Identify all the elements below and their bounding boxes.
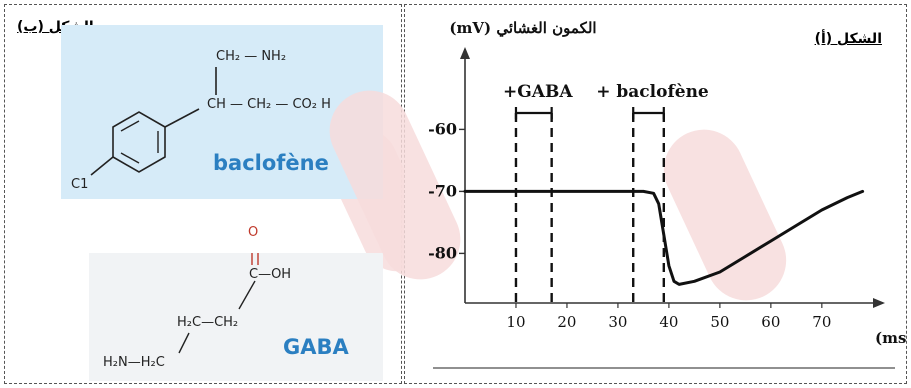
x-tick-label: 20 — [557, 313, 576, 331]
y-axis-arrow — [460, 47, 470, 59]
gaba-bonds — [178, 253, 259, 354]
panel-a: الشكل (أ) الكمون الغشائي (mV) الزمن (ms)… — [316, 4, 907, 384]
gaba-name: GABA — [283, 335, 349, 359]
baclofen-main-chain: CH — CH₂ — CO₂ H — [207, 97, 331, 112]
gaba-h2n: H₂N—H₂C — [103, 355, 165, 370]
gaba-oxygen: O — [248, 225, 259, 240]
y-tick-label: -60 — [428, 119, 457, 138]
x-tick-label: 60 — [761, 313, 780, 331]
membrane-potential-line — [463, 189, 865, 286]
baclofen-structure: CH₂ — NH₂ CH — CH₂ — CO₂ H C1 baclofène — [61, 25, 383, 199]
y-tick-label: -80 — [428, 243, 457, 262]
y-tick-label: -70 — [428, 181, 457, 200]
x-tick-label: 50 — [710, 313, 729, 331]
annotation-label: +GABA — [503, 82, 573, 102]
x-tick-label: 10 — [506, 313, 525, 331]
x-axis-arrow — [873, 298, 885, 308]
panel-a-header: الشكل (أ) — [814, 31, 882, 47]
x-tick-label: 30 — [608, 313, 627, 331]
annotation-label: + baclofène — [596, 82, 709, 102]
gaba-structure: O C—OH H₂C—CH₂ H₂N—H₂C GABA — [89, 225, 383, 381]
gaba-cooh: C—OH — [249, 267, 292, 282]
x-axis-label: الزمن (ms) — [875, 329, 906, 347]
membrane-potential-chart: الكمون الغشائي (mV) الزمن (ms) 10 20 30 40 5… — [428, 19, 906, 369]
x-tick-label: 40 — [659, 313, 678, 331]
panel-b: الشكل (ب) CH₂ — NH₂ CH — CH₂ — CO₂ H C1 … — [4, 4, 444, 384]
baclofen-ch2-nh2: CH₂ — NH₂ — [216, 49, 287, 64]
y-axis-label: الكمون الغشائي (mV) — [449, 19, 596, 38]
x-tick-label: 70 — [812, 313, 831, 331]
gaba-h2c-ch2: H₂C—CH₂ — [177, 315, 239, 330]
baclofen-bonds — [90, 67, 217, 176]
baclofen-cl: C1 — [71, 177, 89, 192]
baclofen-name: baclofène — [213, 151, 329, 175]
